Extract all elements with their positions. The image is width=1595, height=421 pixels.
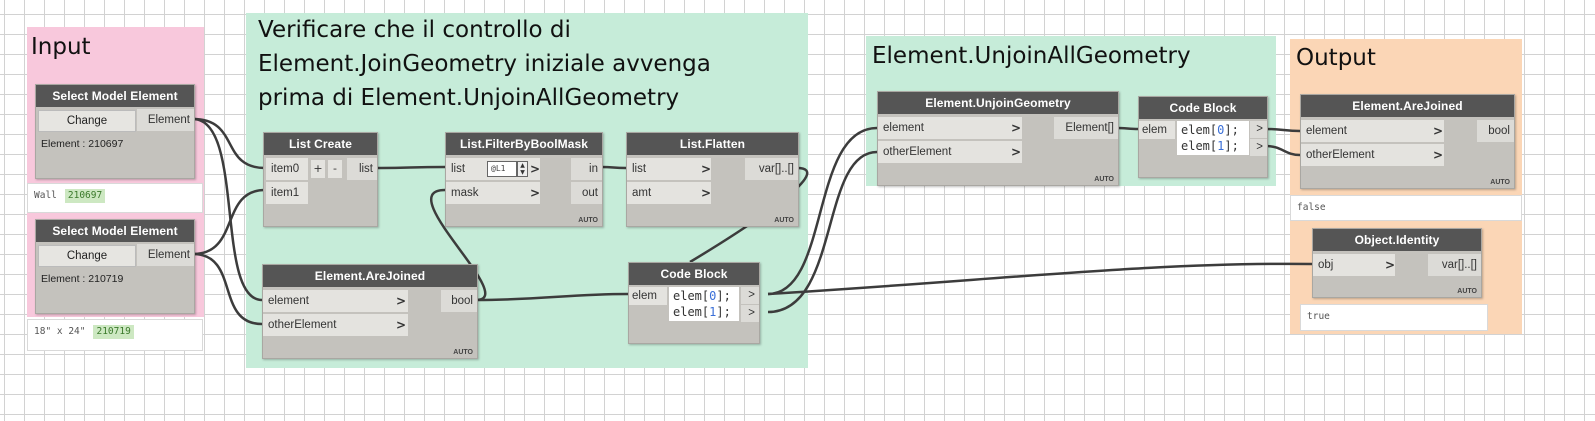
input-port-item1[interactable]: item1 — [266, 182, 308, 204]
node-title: Code Block — [629, 263, 759, 285]
node-element-are-joined-2[interactable]: Element.AreJoined element > otherElement… — [1300, 94, 1515, 189]
chevron-right-icon: > — [396, 294, 407, 308]
stepper-down-icon: ▼ — [520, 169, 525, 176]
port-label: list — [451, 163, 466, 175]
preview-identity-result: true — [1300, 304, 1488, 331]
node-title: Select Model Element — [36, 85, 194, 107]
input-port-mask[interactable]: mask — [446, 182, 540, 204]
lacing-auto-label: AUTO — [453, 349, 473, 356]
node-title: Select Model Element — [36, 220, 194, 242]
node-list-create[interactable]: List Create item0 + - list item1 — [263, 132, 378, 227]
group-output-title: Output — [1296, 45, 1376, 71]
chevron-right-icon: > — [1011, 121, 1022, 135]
preview-element-id[interactable]: 210719 — [93, 325, 134, 339]
output-port-in[interactable]: in — [571, 158, 602, 180]
input-port-amt[interactable]: amt — [627, 182, 711, 204]
remove-input-button[interactable]: - — [328, 160, 342, 178]
lacing-field[interactable]: @L1 — [487, 161, 517, 177]
preview-select1: Wall 210697 — [27, 183, 203, 213]
output-port-bool[interactable]: bool — [1477, 120, 1514, 142]
group-input-title: Input — [31, 34, 91, 60]
output-port-1[interactable]: > — [741, 287, 759, 304]
lacing-auto-label: AUTO — [1457, 288, 1477, 295]
output-port-2[interactable]: > — [1250, 139, 1267, 156]
node-title: List.FilterByBoolMask — [446, 133, 602, 155]
input-port-elem[interactable]: elem — [629, 287, 667, 305]
node-title: List.Flatten — [627, 133, 798, 155]
code-line-1: elem[0]; — [1181, 123, 1239, 137]
input-port-list[interactable]: list — [627, 158, 711, 180]
chevron-right-icon: > — [1433, 148, 1444, 162]
lacing-auto-label: AUTO — [774, 217, 794, 224]
group-verify-title-line3: prima di Element.UnjoinAllGeometry — [258, 85, 680, 111]
chevron-right-icon: > — [530, 162, 541, 176]
node-title: Element.AreJoined — [263, 265, 477, 287]
code-line-1: elem[0]; — [673, 289, 731, 303]
preview-select2: 18" x 24" 210719 — [27, 319, 203, 351]
chevron-right-icon: > — [701, 162, 712, 176]
node-title: Code Block — [1139, 97, 1267, 119]
input-port-other-element[interactable]: otherElement — [1301, 144, 1444, 166]
input-port-element[interactable]: element — [263, 290, 408, 312]
output-port-out[interactable]: out — [571, 182, 602, 204]
chevron-right-icon: > — [1385, 258, 1396, 272]
lacing-auto-label: AUTO — [578, 217, 598, 224]
element-info: Element : 210697 — [41, 138, 124, 150]
node-code-block-2[interactable]: Code Block elem elem[0]; elem[1]; > > — [1138, 96, 1268, 178]
code-editor[interactable]: elem[0]; elem[1]; — [1177, 121, 1249, 155]
code-line-2: elem[1]; — [1181, 139, 1239, 153]
input-port-other-element[interactable]: otherElement — [878, 141, 1022, 163]
node-code-block-1[interactable]: Code Block elem elem[0]; elem[1]; > > — [628, 262, 760, 344]
node-object-identity[interactable]: Object.Identity obj > var[]..[] AUTO — [1312, 228, 1482, 298]
code-editor[interactable]: elem[0]; elem[1]; — [669, 287, 739, 321]
node-title: List Create — [264, 133, 377, 155]
output-port-var[interactable]: var[]..[] — [745, 158, 798, 180]
code-line-2: elem[1]; — [673, 305, 731, 319]
add-input-button[interactable]: + — [311, 160, 325, 178]
output-port-list[interactable]: list — [347, 158, 377, 180]
chevron-right-icon: > — [1011, 145, 1022, 159]
output-port-element[interactable]: Element — [137, 109, 194, 131]
group-unjoin-title: Element.UnjoinAllGeometry — [872, 43, 1191, 69]
wire-codeblock1-identity — [767, 262, 1313, 296]
input-port-obj[interactable]: obj — [1313, 254, 1395, 276]
node-select-model-element-1[interactable]: Select Model Element Change Element Elem… — [35, 84, 195, 179]
chevron-right-icon: > — [396, 318, 407, 332]
node-element-unjoin-geometry[interactable]: Element.UnjoinGeometry element > otherEl… — [877, 91, 1119, 186]
input-port-element[interactable]: element — [1301, 120, 1444, 142]
node-title: Element.UnjoinGeometry — [878, 92, 1118, 114]
change-button[interactable]: Change — [38, 110, 136, 132]
element-info: Element : 210719 — [41, 273, 124, 285]
preview-element-id[interactable]: 210697 — [64, 189, 106, 203]
preview-text: 18" x 24" — [34, 326, 86, 337]
output-port-var[interactable]: var[]..[] — [1428, 254, 1481, 276]
change-button[interactable]: Change — [38, 245, 136, 267]
chevron-right-icon: > — [530, 186, 541, 200]
node-list-flatten[interactable]: List.Flatten list > amt > var[]..[] AUTO — [626, 132, 799, 227]
group-verify-title-line1: Verificare che il controllo di — [258, 17, 571, 43]
preview-are-joined-result: false — [1290, 195, 1522, 221]
group-verify-title-line2: Element.JoinGeometry iniziale avvenga — [258, 51, 711, 77]
lacing-auto-label: AUTO — [1094, 176, 1114, 183]
input-port-other-element[interactable]: otherElement — [263, 314, 408, 336]
output-port-bool[interactable]: bool — [441, 290, 477, 312]
output-port-2[interactable]: > — [741, 305, 759, 322]
input-port-element[interactable]: element — [878, 117, 1022, 139]
node-title: Object.Identity — [1313, 229, 1481, 251]
preview-text: Wall — [34, 190, 57, 201]
output-port-1[interactable]: > — [1250, 121, 1267, 138]
input-port-item0[interactable]: item0 — [266, 158, 308, 180]
lacing-auto-label: AUTO — [1490, 179, 1510, 186]
chevron-right-icon: > — [1433, 124, 1444, 138]
lacing-stepper[interactable]: ▲▼ — [517, 161, 528, 177]
output-port-element-list[interactable]: Element[] — [1054, 117, 1118, 139]
node-select-model-element-2[interactable]: Select Model Element Change Element Elem… — [35, 219, 195, 314]
output-port-element[interactable]: Element — [137, 244, 194, 266]
node-title: Element.AreJoined — [1301, 95, 1514, 117]
input-port-elem[interactable]: elem — [1139, 121, 1175, 139]
node-list-filter-by-bool-mask[interactable]: List.FilterByBoolMask list @L1 ▲▼ > mask… — [445, 132, 603, 227]
chevron-right-icon: > — [701, 186, 712, 200]
stepper-up-icon: ▲ — [520, 162, 525, 169]
node-element-are-joined-1[interactable]: Element.AreJoined element > otherElement… — [262, 264, 478, 359]
